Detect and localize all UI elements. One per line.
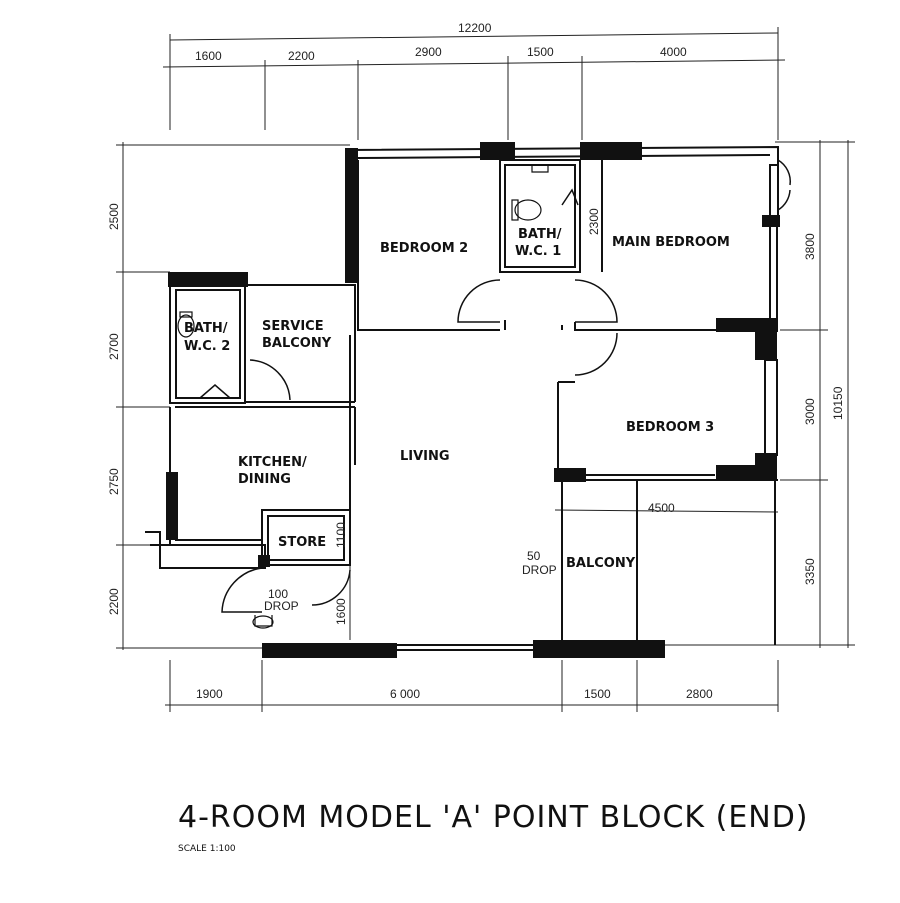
note-drop100-b: DROP: [264, 599, 299, 613]
dim-right-3: 3350: [803, 558, 817, 585]
room-service-b: BALCONY: [262, 336, 332, 351]
plan-scale: SCALE 1:100: [178, 844, 236, 854]
dim-entrance: 1600: [334, 598, 348, 625]
dim-right-2: 3000: [803, 398, 817, 425]
dim-balcony: 4500: [648, 501, 675, 515]
dim-store: 1100: [334, 522, 348, 548]
dim-top-5: 4000: [660, 45, 687, 59]
dim-left-2: 2700: [107, 333, 121, 360]
room-bedroom-3: BEDROOM 3: [626, 420, 714, 435]
dim-bottom-4: 2800: [686, 687, 713, 701]
dim-right-1: 3800: [803, 233, 817, 260]
room-bath-1-b: W.C. 1: [515, 244, 561, 259]
dim-left-3: 2750: [107, 468, 121, 495]
room-living: LIVING: [400, 449, 450, 464]
dim-bottom-3: 1500: [584, 687, 611, 701]
floor-plan: 12200 1600 2200 2900 1500 4000 1900 6 00…: [107, 21, 855, 712]
note-drop100-a: 100: [268, 587, 288, 601]
dim-top-1: 1600: [195, 49, 222, 63]
room-bedroom-2: BEDROOM 2: [380, 241, 468, 256]
note-drop50-a: 50: [527, 549, 541, 563]
dim-top-total: 12200: [458, 21, 492, 35]
room-store: STORE: [278, 535, 326, 550]
structural-walls: [166, 142, 780, 658]
door-swings: [199, 159, 791, 613]
dim-top-4: 1500: [527, 45, 554, 59]
dim-top-2: 2200: [288, 49, 315, 63]
dim-left-1: 2500: [107, 203, 121, 230]
plan-title: 4-ROOM MODEL 'A' POINT BLOCK (END): [178, 800, 809, 835]
room-balcony: BALCONY: [566, 556, 636, 571]
dim-bottom-2: 6 000: [390, 687, 420, 701]
room-bath-1-a: BATH/: [518, 227, 562, 242]
room-labels: BEDROOM 2 BATH/ W.C. 1 MAIN BEDROOM BATH…: [184, 227, 730, 613]
dimension-labels: 12200 1600 2200 2900 1500 4000 1900 6 00…: [107, 21, 845, 701]
dim-right-total: 10150: [831, 386, 845, 420]
room-kitchen-b: DINING: [238, 472, 291, 487]
note-drop50-b: DROP: [522, 563, 557, 577]
fixtures: [177, 165, 549, 629]
room-kitchen-a: KITCHEN/: [238, 455, 307, 470]
dim-left-4: 2200: [107, 588, 121, 615]
room-service-a: SERVICE: [262, 319, 324, 334]
dim-top-3: 2900: [415, 45, 442, 59]
dim-bath1: 2300: [587, 208, 601, 235]
room-main-bedroom: MAIN BEDROOM: [612, 235, 730, 250]
room-bath-2-a: BATH/: [184, 321, 228, 336]
partitions: [145, 145, 779, 651]
dimension-lines: [116, 27, 855, 712]
dim-bottom-1: 1900: [196, 687, 223, 701]
room-bath-2-b: W.C. 2: [184, 339, 230, 354]
